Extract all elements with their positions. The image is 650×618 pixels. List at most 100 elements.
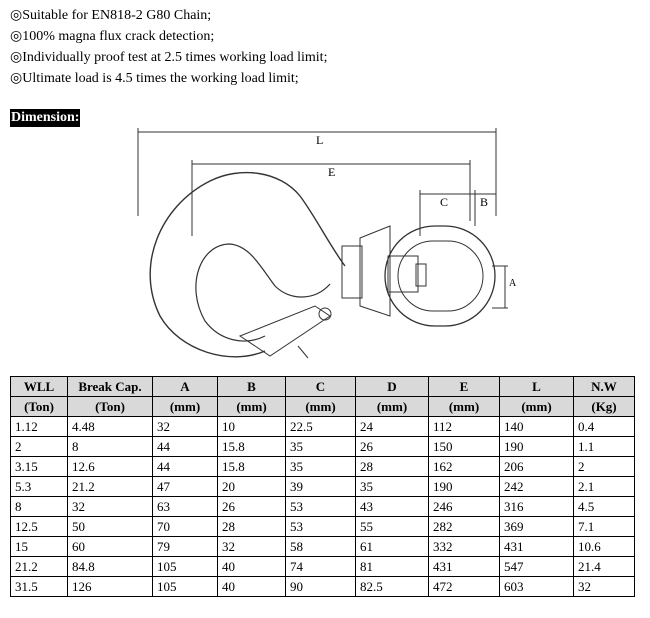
table-cell: 12.5 [10,516,68,537]
feature-list: ◎Suitable for EN818-2 G80 Chain; ◎100% m… [10,5,327,89]
table-cell: 162 [428,456,500,477]
table-cell: 53 [285,496,356,517]
table-cell: 0.4 [573,416,635,437]
table-cell: 242 [499,476,574,497]
unit-row: (Ton) (Ton) (mm) (mm) (mm) (mm) (mm) (mm… [10,396,635,417]
table-cell: 21.4 [573,556,635,577]
table-cell: 2 [573,456,635,477]
table-cell: 3.15 [10,456,68,477]
table-cell: 47 [152,476,218,497]
col-header: L [499,376,574,397]
table-cell: 32 [67,496,153,517]
col-header: N.W [573,376,635,397]
table-cell: 90 [285,576,356,597]
dim-label-c: C [440,195,448,209]
table-cell: 112 [428,416,500,437]
feature-item: ◎Suitable for EN818-2 G80 Chain; [10,8,212,23]
table-cell: 32 [573,576,635,597]
table-cell: 431 [499,536,574,557]
table-cell: 8 [67,436,153,457]
table-cell: 79 [152,536,218,557]
table-cell: 190 [499,436,574,457]
col-header: B [217,376,286,397]
table-cell: 31.5 [10,576,68,597]
table-cell: 40 [217,576,286,597]
col-header: C [285,376,356,397]
feature-item: ◎Individually proof test at 2.5 times wo… [10,50,328,65]
table-cell: 32 [217,536,286,557]
unit-header: (mm) [355,396,429,417]
table-cell: 8 [10,496,68,517]
table-cell: 140 [499,416,574,437]
table-cell: 44 [152,456,218,477]
dimension-heading: Dimension: [10,109,81,127]
table-cell: 84.8 [67,556,153,577]
table-cell: 105 [152,556,218,577]
col-header: Break Cap. [67,376,153,397]
dim-label-a: A [509,278,517,289]
unit-header: (mm) [285,396,356,417]
table-cell: 43 [355,496,429,517]
table-cell: 4.5 [573,496,635,517]
table-cell: 70 [152,516,218,537]
feature-item: ◎100% magna flux crack detection; [10,29,215,44]
table-cell: 26 [217,496,286,517]
table-cell: 126 [67,576,153,597]
table-cell: 1.1 [573,436,635,457]
table-cell: 190 [428,476,500,497]
spec-table: WLL Break Cap. A B C D E L N.W (Ton) (To… [10,376,635,597]
unit-header: (mm) [428,396,500,417]
table-cell: 74 [285,556,356,577]
table-cell: 15.8 [217,436,286,457]
table-cell: 40 [217,556,286,577]
table-cell: 24 [355,416,429,437]
table-cell: 4.48 [67,416,153,437]
table-cell: 82.5 [355,576,429,597]
table-cell: 282 [428,516,500,537]
table-cell: 60 [67,536,153,557]
table-cell: 63 [152,496,218,517]
table-cell: 26 [355,436,429,457]
table-cell: 603 [499,576,574,597]
table-cell: 35 [355,476,429,497]
table-cell: 2.1 [573,476,635,497]
unit-header: (mm) [152,396,218,417]
table-cell: 58 [285,536,356,557]
table-cell: 22.5 [285,416,356,437]
col-header: WLL [10,376,68,397]
table-cell: 35 [285,456,356,477]
table-cell: 53 [285,516,356,537]
dim-label-l: L [316,133,323,147]
table-cell: 28 [217,516,286,537]
table-cell: 21.2 [10,556,68,577]
table-cell: 55 [355,516,429,537]
col-header: D [355,376,429,397]
table-cell: 206 [499,456,574,477]
table-cell: 2 [10,436,68,457]
table-cell: 246 [428,496,500,517]
table-cell: 1.12 [10,416,68,437]
table-cell: 332 [428,536,500,557]
table-cell: 61 [355,536,429,557]
table-cell: 21.2 [67,476,153,497]
table-cell: 369 [499,516,574,537]
header-row: WLL Break Cap. A B C D E L N.W [10,376,635,397]
table-cell: 20 [217,476,286,497]
table-cell: 150 [428,436,500,457]
table-cell: 15 [10,536,68,557]
table-cell: 10 [217,416,286,437]
table-cell: 105 [152,576,218,597]
table-cell: 547 [499,556,574,577]
unit-header: (Kg) [573,396,635,417]
unit-header: (mm) [499,396,574,417]
unit-header: (Ton) [67,396,153,417]
table-cell: 44 [152,436,218,457]
